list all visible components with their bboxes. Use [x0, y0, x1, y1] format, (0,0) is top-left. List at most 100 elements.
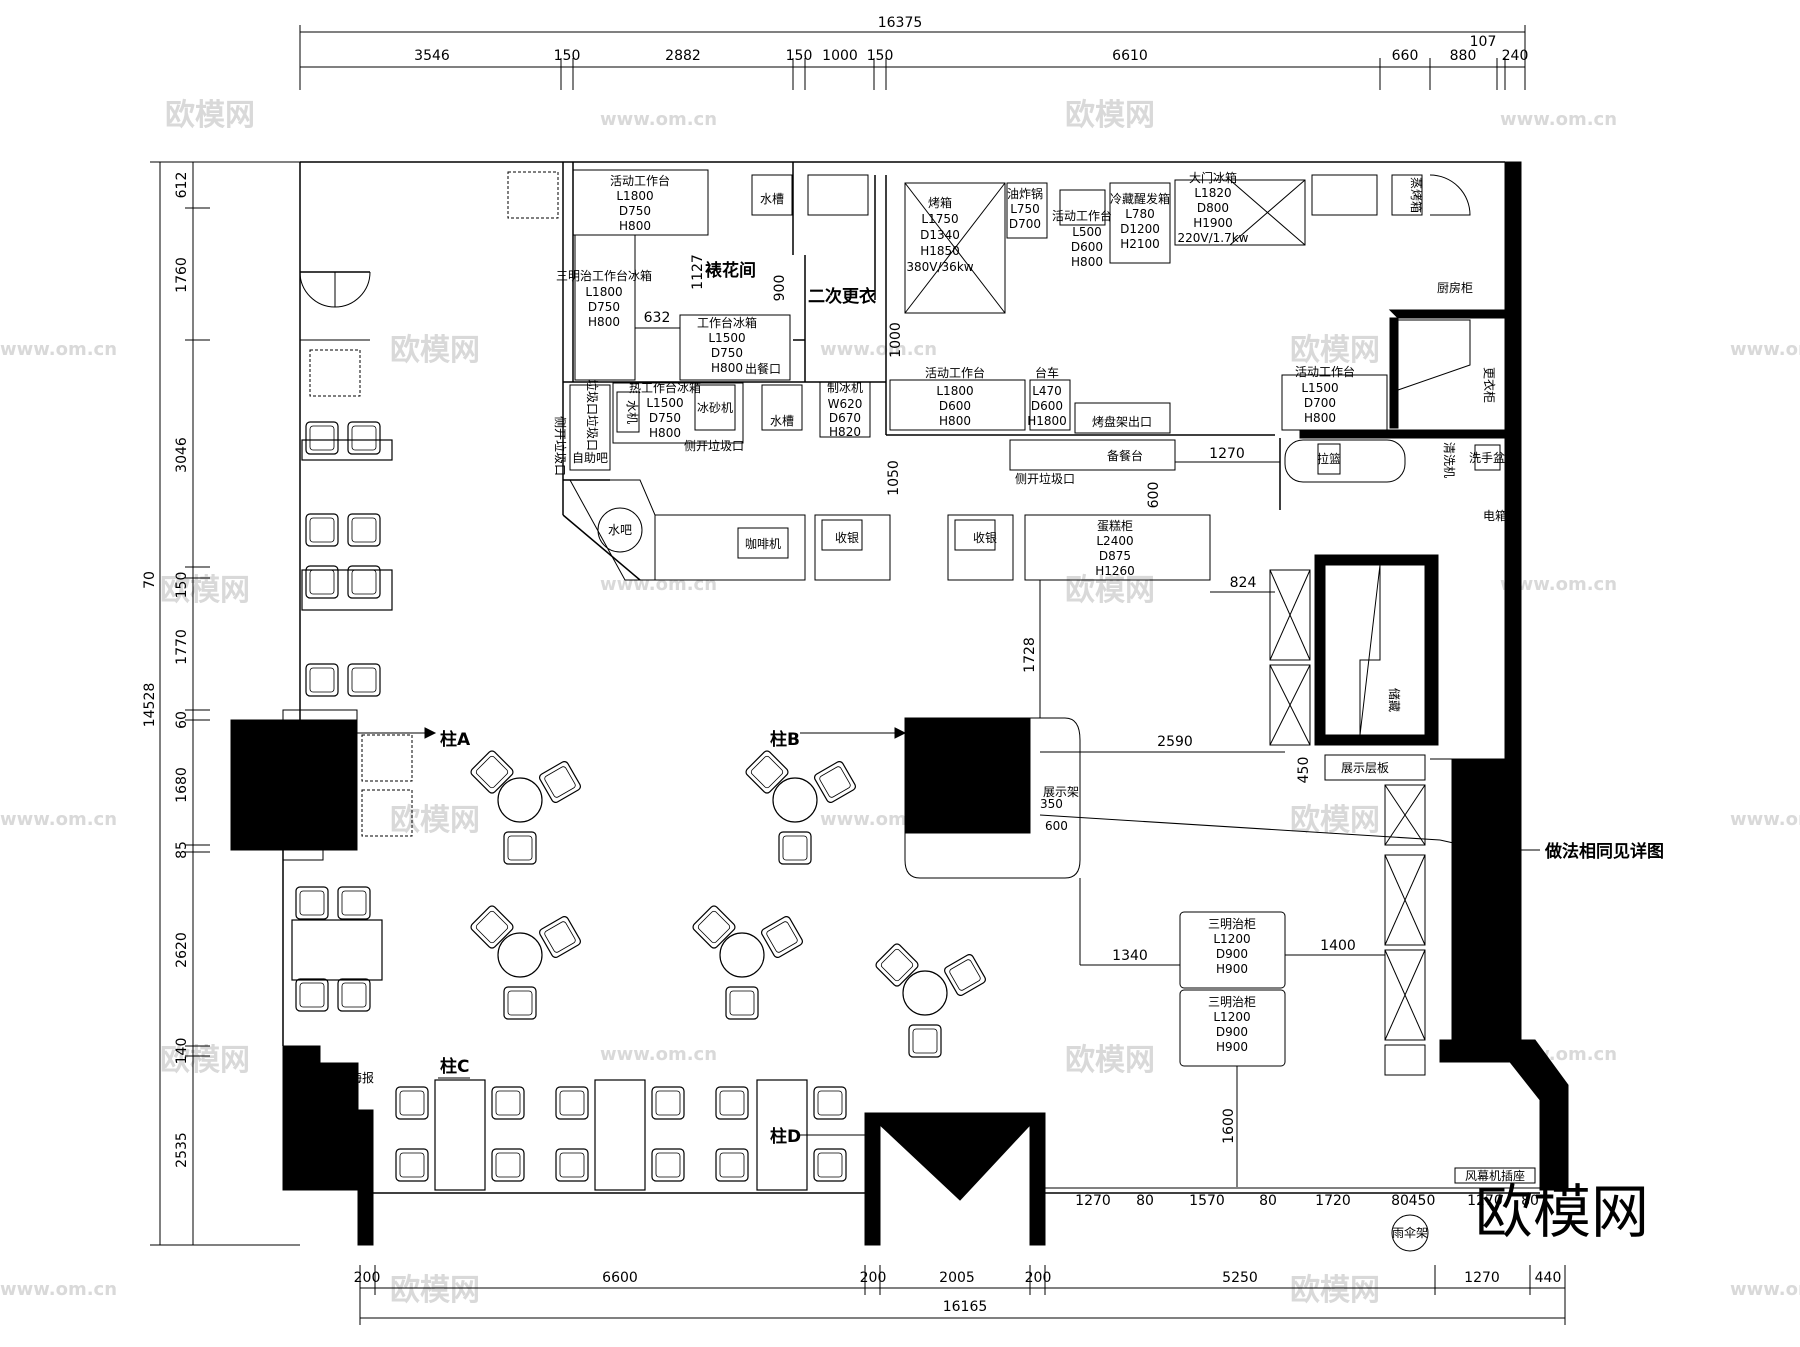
- serve-out-1-label: 出餐口: [745, 361, 781, 376]
- watermark-text: 欧模网: [390, 333, 480, 368]
- ice-machine-label: 制冰机: [827, 381, 863, 395]
- work-fridge-label: 工作台冰箱: [697, 315, 757, 330]
- left-dimensions: 14528 612 1760 3046 70 150 1770 60 1680 …: [142, 161, 300, 1246]
- watermark-text: 欧模网: [1065, 98, 1155, 133]
- display-cabinet: [1384, 949, 1426, 1041]
- work-fridge-h: H800: [711, 361, 743, 375]
- chair: [347, 421, 381, 455]
- entrance-door[interactable]: [299, 271, 371, 341]
- dim-top-segment: 1000: [822, 48, 858, 64]
- hand-wash-box: [1474, 444, 1501, 471]
- chair: [305, 421, 339, 455]
- chair: [347, 663, 381, 697]
- big-fridge-d: D800: [1197, 201, 1229, 215]
- column-b: [904, 717, 1031, 834]
- plant-pot: [309, 349, 361, 397]
- building-walls: [282, 161, 1569, 1246]
- table: [301, 439, 393, 461]
- work-table-1-d: D750: [619, 204, 651, 218]
- dim-left-segment: 3046: [174, 437, 190, 473]
- work-table-2-label: 活动工作台: [1052, 208, 1112, 223]
- dishwash-label: 清洗机: [1442, 442, 1456, 478]
- chair: [337, 978, 371, 1012]
- ice-sand: [694, 384, 736, 431]
- display-cabinet: [1384, 784, 1426, 846]
- changing-label: 更衣柜: [1482, 367, 1497, 403]
- sink-box: [807, 174, 869, 216]
- watermark-url: www.om.cn: [1500, 574, 1617, 595]
- cashier-1-label: 收银: [835, 531, 859, 545]
- water-machine: [616, 391, 640, 433]
- site-logo: 欧模网: [1475, 1178, 1649, 1246]
- table: [301, 569, 393, 611]
- dim-bottom-total: 16165: [943, 1299, 988, 1315]
- watermark-text: 欧模网: [1065, 573, 1155, 608]
- dim-top-segment: 107: [1470, 34, 1497, 50]
- watermark-text: 欧模网: [1065, 1043, 1155, 1078]
- watermark-text: 欧模网: [165, 98, 255, 133]
- chair: [944, 954, 986, 996]
- dim-top-segment: 660: [1392, 48, 1419, 64]
- proofer-l: L780: [1125, 207, 1155, 221]
- front-counter: 水吧 咖啡机 收银 收银 蛋糕柜 L2400 D875 H1260 824 17…: [569, 479, 1275, 718]
- cabinet-small-label: 蒸烤箱: [1409, 177, 1424, 213]
- display-shelf-label: 展示架: [1043, 785, 1079, 799]
- sandwich-cab-1-label: 三明治柜: [1208, 917, 1256, 931]
- chair: [813, 1148, 847, 1182]
- chair: [491, 1148, 525, 1182]
- ice-sand-label: 冰砂机: [697, 401, 733, 415]
- chair: [813, 1086, 847, 1120]
- work-table-3: [889, 379, 1026, 431]
- work-table-2-h: H800: [1071, 255, 1103, 269]
- electric-label: 电箱: [1483, 508, 1507, 523]
- chair: [470, 905, 514, 949]
- big-fridge-label: 大门冰箱: [1189, 170, 1237, 185]
- sandwich-cab-1-d: D900: [1216, 947, 1248, 961]
- top-dimensions: 16375 3546 150 2882 150 1000 150 6610 66…: [299, 15, 1528, 90]
- columns: 柱A 柱B 柱C 柱D 海报: [230, 709, 1046, 1246]
- sandwich-cab-2-label: 三明治柜: [1208, 995, 1256, 1009]
- dim-824: 824: [1230, 575, 1257, 591]
- dim-bottom-segment: 440: [1535, 1270, 1562, 1286]
- work-table-2-l: L500: [1072, 225, 1102, 239]
- watermark-url: www.om.cn: [0, 809, 117, 830]
- cashier-1: [821, 519, 863, 551]
- dim-1600: 1600: [1221, 1108, 1237, 1144]
- dim-left-segment: 140: [174, 1038, 190, 1065]
- sink-top-right: [1311, 174, 1378, 216]
- display-cabinet: [1384, 1044, 1426, 1076]
- chair: [337, 886, 371, 920]
- chair: [778, 831, 812, 865]
- proofer-d: D1200: [1120, 222, 1160, 236]
- cashier-2: [954, 519, 996, 551]
- watermark-text: 欧模网: [1290, 1273, 1380, 1308]
- watermark-text: 欧模网: [1290, 803, 1380, 838]
- ice-machine-w: W620: [828, 397, 863, 411]
- prep-table-label: 备餐台: [1107, 448, 1143, 463]
- chair: [295, 978, 329, 1012]
- sink-3: [1317, 443, 1341, 475]
- round-table: [902, 970, 948, 1016]
- trolley-l: L470: [1032, 384, 1062, 398]
- cake-cab-label: 蛋糕柜: [1097, 519, 1133, 533]
- cashier-1-counter: [814, 514, 891, 581]
- hot-fridge-d: D750: [649, 411, 681, 425]
- watermark-text: 欧模网: [1290, 333, 1380, 368]
- watermark-text: 欧模网: [390, 1273, 480, 1308]
- cashier-2-label: 收银: [973, 531, 997, 545]
- sandwich-fridge-l: L1800: [585, 285, 622, 299]
- chair: [725, 986, 759, 1020]
- dim-left-segment: 1770: [174, 629, 190, 665]
- big-fridge-power: 220V/1.7kw: [1177, 231, 1248, 245]
- watermark-text: 欧模网: [160, 573, 250, 608]
- proofer-label: 冷藏醒发箱: [1110, 191, 1170, 206]
- chair: [305, 565, 339, 599]
- hot-fridge-label: 热工作台冰箱: [629, 380, 701, 395]
- cabinet-small: [1391, 174, 1423, 216]
- display-board: [1324, 754, 1426, 781]
- cake-cabinet: [1024, 514, 1211, 581]
- second-change-label: 二次更衣: [808, 286, 876, 307]
- cashier-2-counter: [947, 514, 1014, 581]
- work-table-3-label: 活动工作台: [925, 365, 985, 380]
- umbrella-label: 雨伞架: [1392, 1225, 1428, 1240]
